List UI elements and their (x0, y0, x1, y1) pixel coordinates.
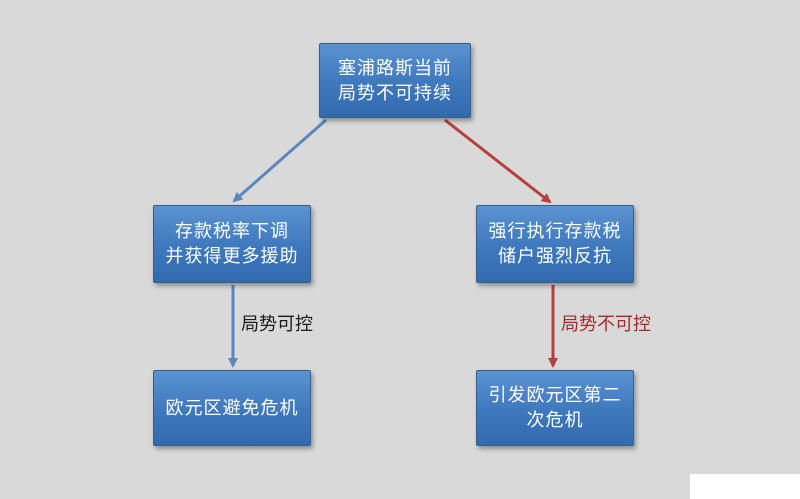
corner-patch (690, 474, 800, 499)
arrow-root-to-right (444, 118, 552, 204)
arrow-root-to-left (232, 118, 327, 203)
node-left-bottom: 欧元区避免危机 (153, 370, 311, 446)
edge-label-left: 局势可控 (241, 314, 313, 335)
node-right: 强行执行存款税 储户强烈反抗 (476, 205, 634, 283)
edge-label-right: 局势不可控 (561, 314, 651, 335)
node-left: 存款税率下调 并获得更多援助 (153, 205, 311, 283)
node-right-bottom: 引发欧元区第二 次危机 (476, 370, 634, 446)
node-root: 塞浦路斯当前 局势不可持续 (319, 43, 471, 118)
